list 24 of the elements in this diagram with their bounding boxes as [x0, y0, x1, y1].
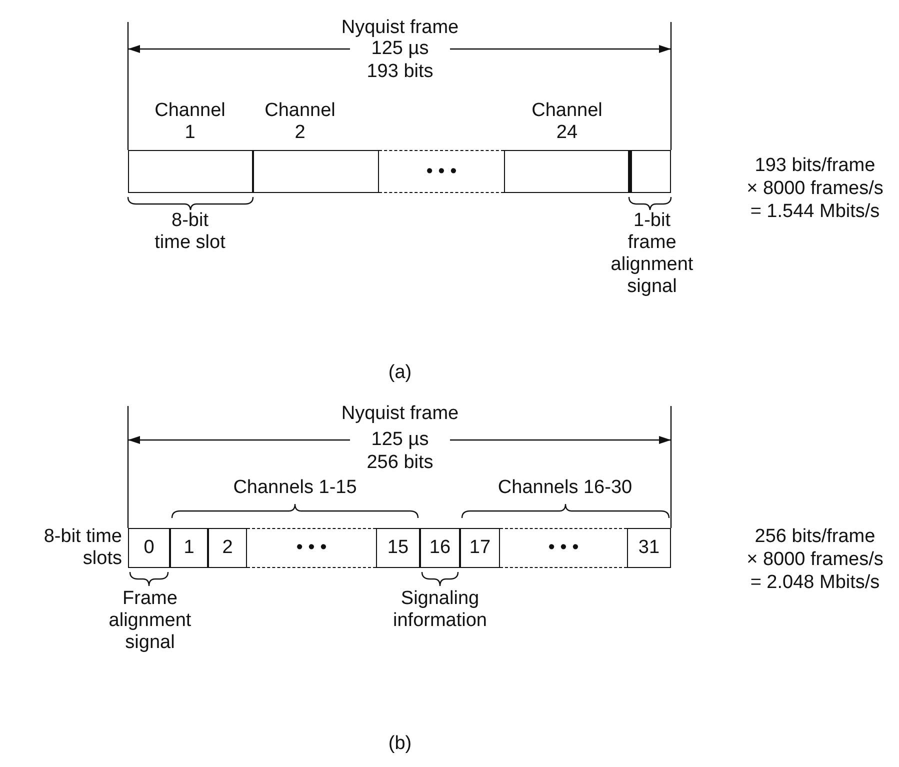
time-slot-box [420, 528, 460, 568]
time-slot-box [253, 150, 379, 193]
time-slot-box [504, 150, 629, 193]
slot-text: 2 [222, 537, 233, 559]
time-slot-box [629, 150, 671, 193]
slot-text: 15 [387, 537, 409, 559]
elided-slots-box [379, 150, 504, 193]
slot-text: 17 [469, 537, 491, 559]
slot-text: 0 [144, 537, 154, 559]
slot-text: • • • [548, 537, 579, 559]
time-slot-box [460, 528, 500, 568]
elided-slots-box [247, 528, 376, 568]
slot-text: 31 [638, 537, 660, 559]
slot-text: • • • [426, 160, 457, 182]
elided-slots-box [500, 528, 627, 568]
time-slot-box [128, 528, 170, 568]
time-slot-box [627, 528, 671, 568]
time-slot-box [376, 528, 420, 568]
slot-text: 16 [429, 537, 451, 559]
time-slot-box [170, 528, 208, 568]
time-slot-box [208, 528, 247, 568]
slot-text: 1 [184, 537, 194, 559]
slot-text: • • • [296, 537, 327, 559]
time-slot-box [128, 150, 253, 193]
